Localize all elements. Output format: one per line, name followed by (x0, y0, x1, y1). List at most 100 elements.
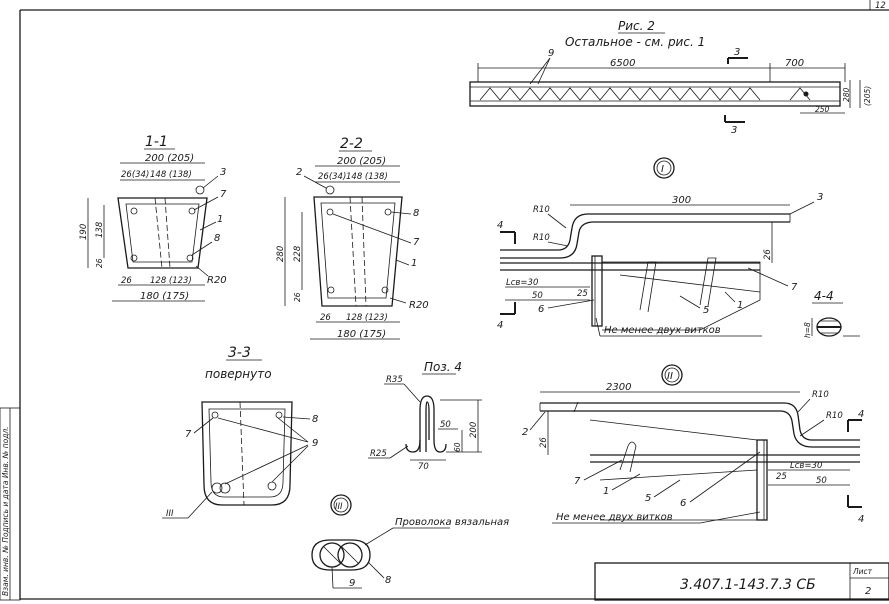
section-3-3-callout-8: 8 (312, 414, 318, 425)
detail-1-r10-bottom: R10 (533, 233, 550, 243)
fig2-dim-700: 700 (785, 58, 804, 69)
section-1-1-dim-138: 138 (95, 221, 105, 238)
detail-1-callout-1: 1 (737, 300, 743, 311)
side-stamp: Взам. инв. № Подпись и дата Инв. № подл. (0, 407, 21, 601)
detail-1-callout-5: 5 (703, 305, 709, 316)
section-1-1: 1-1 200 (205) 26(34) 148 (138) 190 138 2… (79, 134, 227, 302)
detail-1-r10-top: R10 (533, 205, 550, 215)
section-1-1-callout-8: 8 (214, 233, 220, 244)
fig2-cut-mark-top: 3 (734, 47, 740, 58)
section-2-2-callout-1: 1 (411, 258, 417, 269)
section-2-2: 2-2 200 (205) 26(34) 148 (138) 280 228 2… (276, 136, 429, 340)
detail-1-cut-bottom: 4 (497, 320, 503, 331)
detail-2-dim-2300: 2300 (606, 382, 631, 393)
detail-3-label: Проволока вязальная (395, 517, 509, 528)
side-stamp-text: Взам. инв. № Подпись и дата Инв. № подл. (1, 426, 10, 596)
fig2-dim-6500: 6500 (610, 58, 635, 69)
detail-1-dim-300: 300 (672, 195, 691, 206)
pos4-title: Поз. 4 (424, 360, 462, 374)
section-1-1-callout-7: 7 (220, 189, 227, 200)
section-1-1-dim-190: 190 (79, 224, 89, 240)
detail-3-label-text: Проволока вязальная (395, 517, 509, 528)
detail-2-marker: II (667, 371, 673, 382)
fig2-callout-9: 9 (548, 48, 554, 59)
detail-2-callout-2: 2 (522, 427, 528, 438)
section-2-2-title: 2-2 (340, 136, 363, 152)
section-3-3-callout-iii: III (166, 509, 174, 519)
pos4-dim-70: 70 (418, 462, 429, 472)
detail-1-callout-7: 7 (791, 282, 798, 293)
detail-1-cut-top: 4 (497, 220, 503, 231)
section-2-2-dim-228: 228 (293, 245, 303, 262)
section-1-1-dim-180: 180 (175) (140, 291, 189, 302)
section-3-3-title: 3-3 (228, 345, 251, 361)
list-label: Лист (852, 567, 873, 576)
stamp-number: 3.407.1-143.7.3 СБ (680, 577, 816, 593)
detail-1-dim-lsv: Lсв=30 (506, 278, 538, 288)
pos4-dim-60: 60 (453, 442, 462, 452)
section-3-3: 3-3 повернуто 7 8 9 III (162, 345, 318, 519)
pos4-dim-200: 200 (469, 422, 479, 438)
detail-2-callout-5: 5 (645, 493, 651, 504)
corner-sheet-number: 12 (875, 1, 886, 11)
fig2-subtitle: Остальное - см. рис. 1 (565, 35, 705, 49)
section-4-4-title: 4-4 (814, 289, 834, 303)
fig2-dim-280: 280 (842, 87, 851, 102)
detail-2-note: Не менее двух витков (556, 512, 673, 523)
list-number: 2 (865, 586, 871, 597)
section-1-1-dim-width: 200 (205) (145, 153, 194, 164)
section-3-3-subtitle: повернуто (205, 367, 272, 381)
section-2-2-dim-180: 180 (175) (337, 329, 386, 340)
section-2-2-dim-width: 200 (205) (337, 156, 386, 167)
section-2-2-callout-r20: R20 (409, 300, 429, 311)
section-2-2-callout-7: 7 (413, 237, 420, 248)
detail-2-dim-50: 50 (816, 476, 827, 486)
detail-3-callout-8: 8 (385, 575, 391, 586)
section-2-2-dim-26-left: 26 (293, 292, 302, 302)
detail-2-callout-6: 6 (680, 498, 686, 509)
detail-3-callout-9: 9 (349, 578, 355, 589)
detail-2-dim-lsv: Lсв=30 (790, 461, 822, 471)
detail-2: II 2300 2 R10 R10 26 Lсв=30 25 50 (522, 364, 864, 525)
section-2-2-dim-148: 148 (138) (346, 172, 388, 182)
section-2-2-dim-280: 280 (276, 246, 286, 262)
section-1-1-callout-1: 1 (217, 214, 223, 225)
detail-1-dim-50: 50 (532, 291, 543, 301)
detail-1: I 300 3 R10 R10 26 Lсв=30 50 25 (497, 157, 823, 337)
section-3-3-callout-9: 9 (312, 438, 318, 449)
section-1-1-dim-26-bottom: 26 (121, 276, 132, 286)
detail-2-r10-top: R10 (812, 390, 829, 400)
detail-3-marker: III (335, 502, 343, 512)
section-2-2-callout-8: 8 (413, 208, 419, 219)
detail-2-dim-25: 25 (776, 472, 787, 482)
section-1-1-callout-3: 3 (220, 167, 226, 178)
title-block: 3.407.1-143.7.3 СБ Лист 2 (594, 562, 889, 601)
section-1-1-callout-r20: R20 (207, 275, 227, 286)
pos4-dim-r35: R35 (386, 375, 403, 385)
section-4-4: 4-4 h=8 (803, 289, 860, 338)
detail-2-r10-bottom: R10 (826, 411, 843, 421)
section-1-1-dim-148: 148 (138) (150, 170, 192, 180)
detail-1-callout-6: 6 (538, 304, 544, 315)
pos4-hook: Поз. 4 R35 50 60 200 70 R25 (368, 360, 482, 472)
fig2-cut-mark-bottom: 3 (731, 125, 737, 136)
detail-2-callout-7: 7 (574, 476, 581, 487)
section-1-1-dim-26-left: 26 (95, 258, 104, 268)
section-3-3-callout-7: 7 (185, 429, 192, 440)
section-2-2-callout-2: 2 (296, 167, 302, 178)
section-1-1-dim-26-34: 26(34) (121, 170, 149, 180)
section-1-1-title: 1-1 (145, 134, 168, 150)
section-1-1-dim-128: 128 (123) (150, 276, 192, 286)
detail-3: III Проволока вязальная 9 8 (311, 494, 509, 589)
section-2-2-dim-128: 128 (123) (346, 313, 388, 323)
section-4-4-dim-h8: h=8 (803, 322, 812, 338)
detail-2-callout-1: 1 (603, 486, 609, 497)
fig2-title: Рис. 2 (618, 19, 655, 33)
detail-1-dim-26: 26 (763, 249, 773, 260)
section-2-2-dim-26-bottom: 26 (320, 313, 331, 323)
detail-1-note: Не менее двух витков (604, 325, 721, 336)
detail-1-dim-25: 25 (577, 289, 588, 299)
fig2-elevation: Рис. 2 Остальное - см. рис. 1 9 6500 700… (469, 19, 872, 136)
section-2-2-dim-26-34: 26(34) (318, 172, 346, 182)
